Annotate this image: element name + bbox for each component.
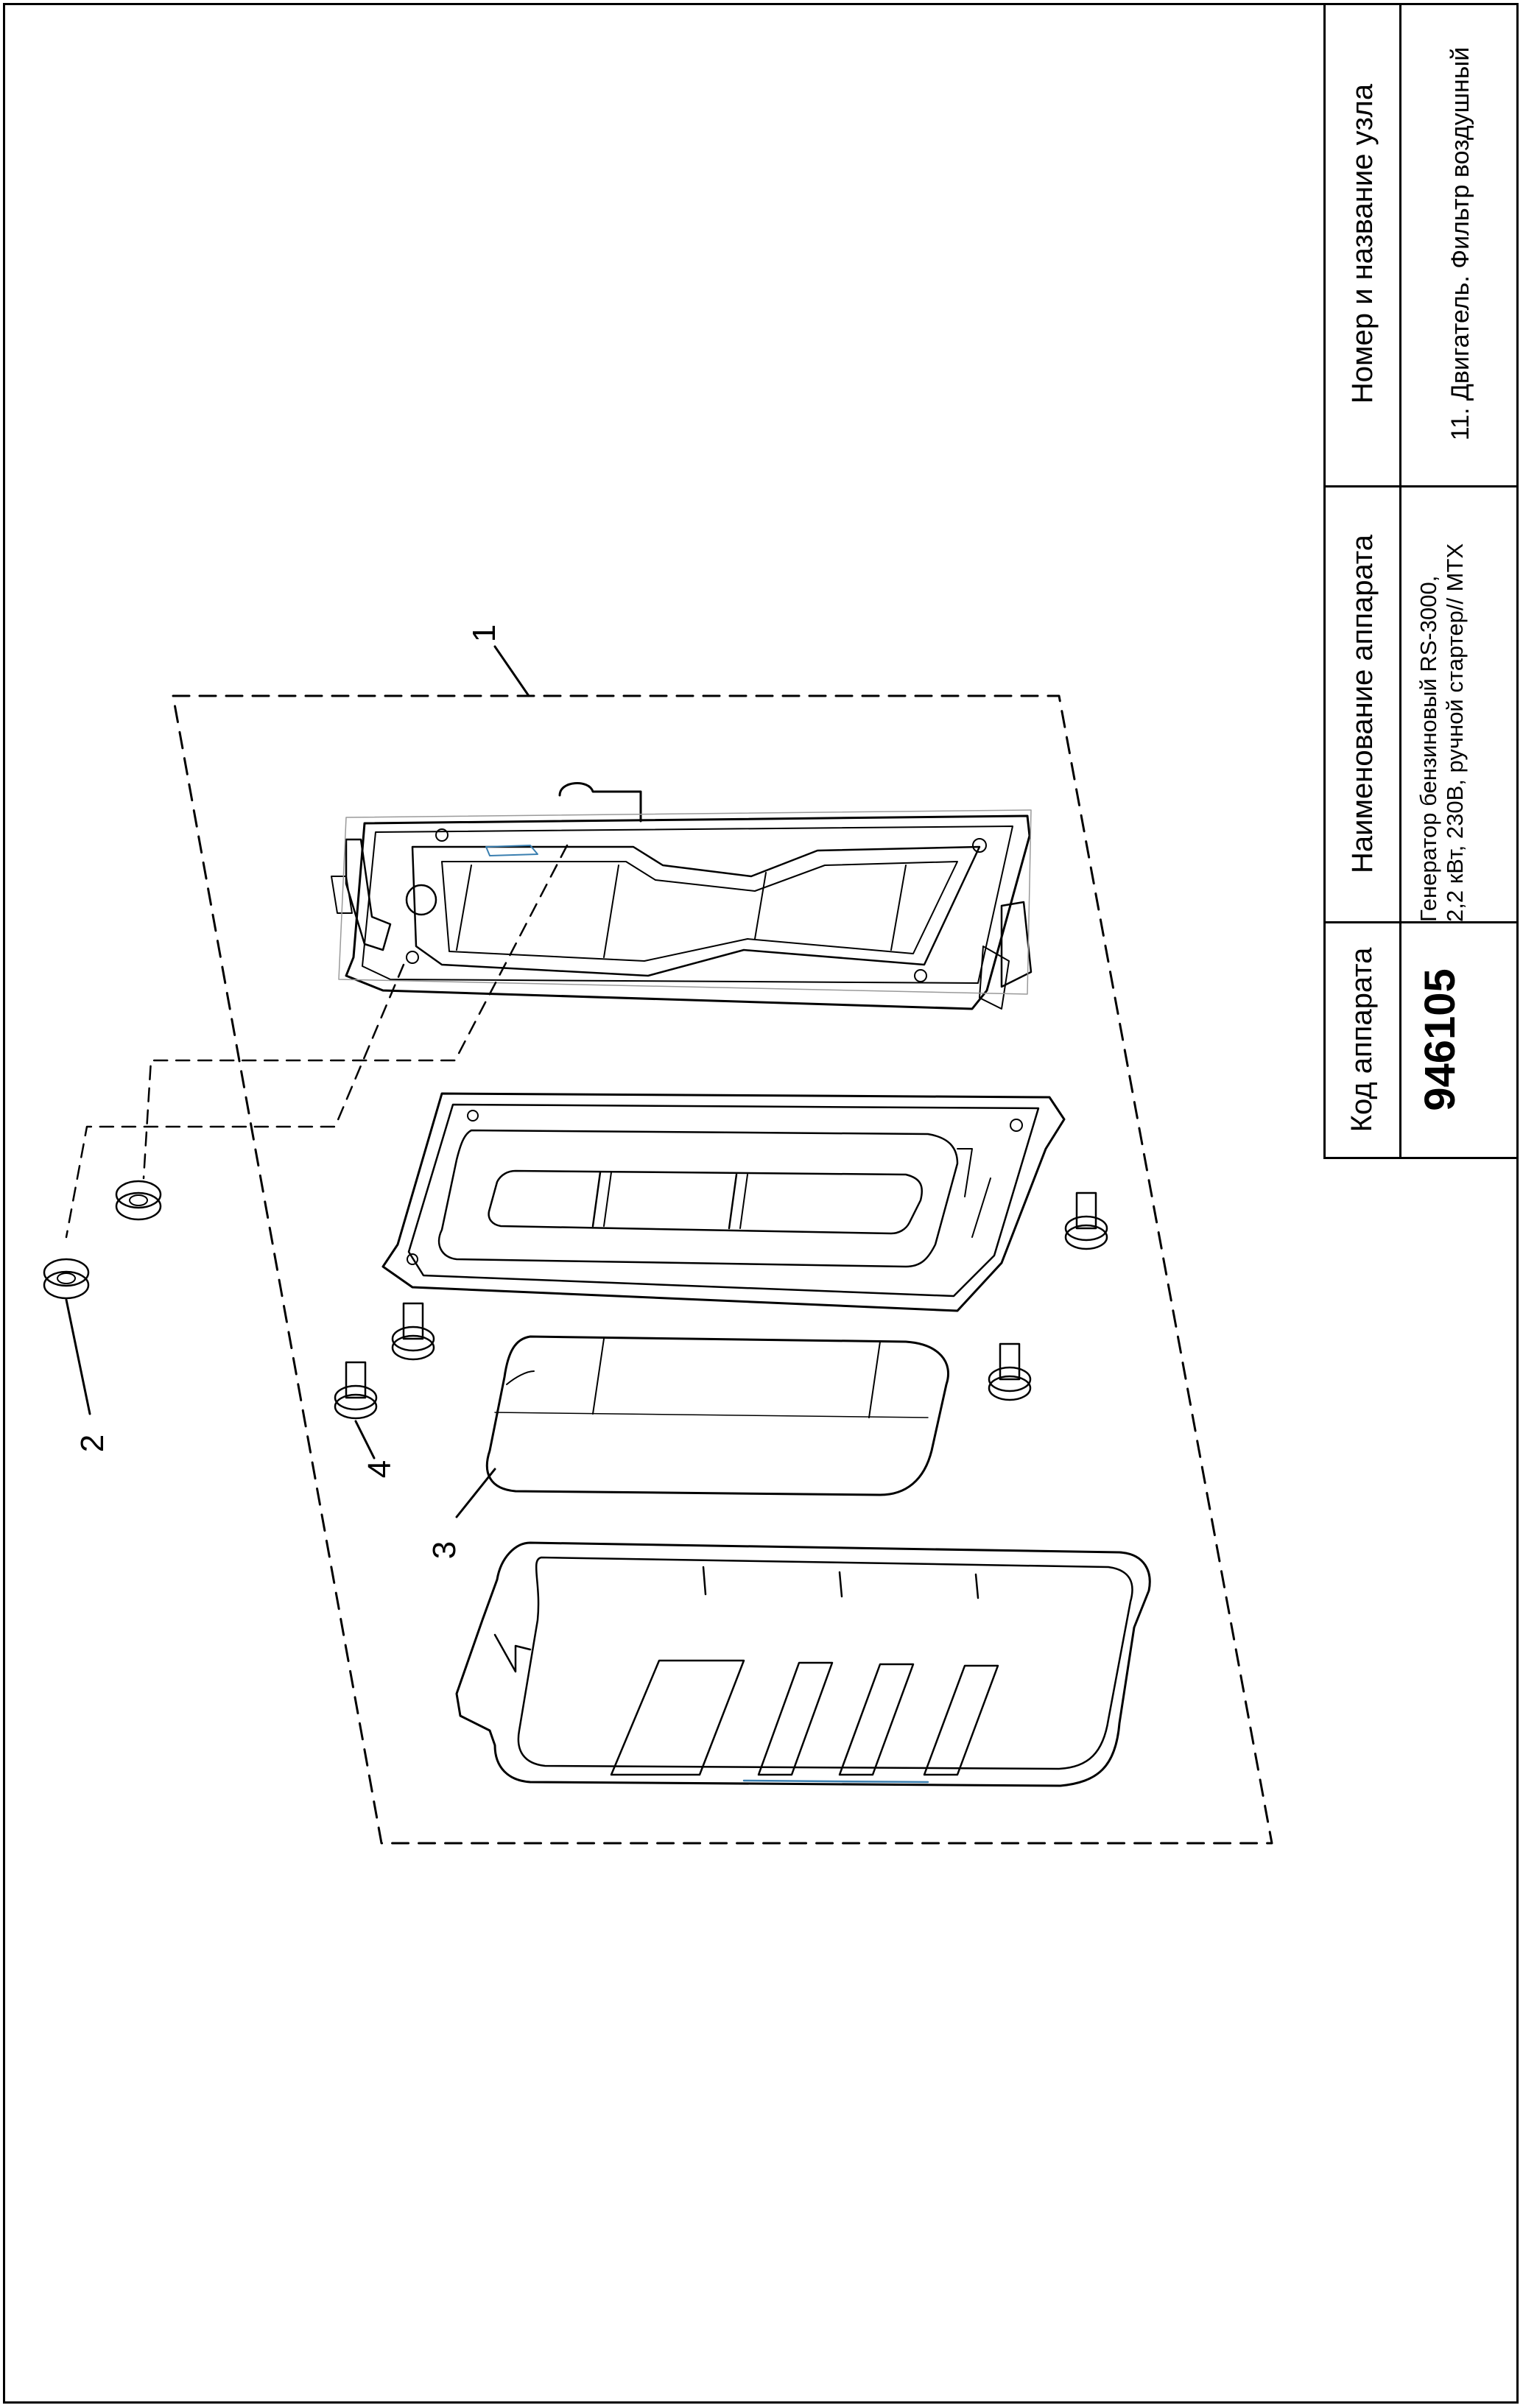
leader-1 [493,645,530,697]
bolt-1 [391,1302,435,1361]
callout-4: 4 [362,1460,398,1478]
node-name: 11. Двигатель. Фильтр воздушный [1446,46,1474,441]
device-name: Генератор бензиновый RS-3000, 2,2 кВт, 2… [1405,486,1479,922]
air-filter-base [331,782,1033,1010]
filter-element [485,1335,950,1496]
nut-upper [115,1180,162,1221]
bolt-4 [988,1342,1032,1401]
leader-2 [65,1298,91,1415]
bolt-3 [1064,1191,1108,1250]
callout-2: 2 [74,1434,110,1452]
filter-housing [381,1092,1066,1312]
bolt-2 [334,1361,378,1420]
device-header: Наименование аппарата [1346,535,1379,873]
code-header: Код аппарата [1345,947,1378,1133]
code-value: 946105 [1415,968,1464,1111]
nut-lower [43,1258,90,1300]
leader-3 [455,1468,496,1518]
device-name-line2: 2,2 кВт, 230В, ручной стартер// МТХ [1442,543,1468,922]
leader-nut-2 [65,963,405,1239]
assembly-boundary [172,694,1273,1845]
leader-4 [354,1420,376,1460]
filter-cover [455,1541,1151,1787]
node-header: Номер и название узла [1346,83,1379,404]
callout-1: 1 [466,624,502,642]
title-block: Номер и название узла 11. Двигатель. Фил… [1323,3,1519,1159]
callout-3: 3 [426,1541,462,1559]
device-name-line1: Генератор бензиновый RS-3000, [1415,575,1441,922]
page-frame [3,3,1519,2404]
leader-nut-1 [142,844,569,1180]
